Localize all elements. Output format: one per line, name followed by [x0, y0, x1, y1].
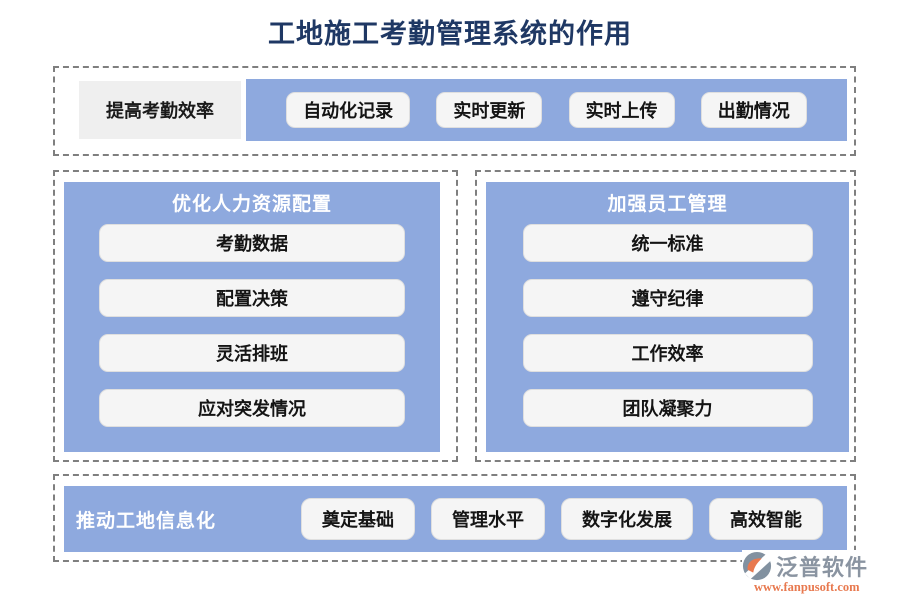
benefit-automated-recording[interactable]: 自动化记录 [286, 92, 411, 128]
item-lay-foundation[interactable]: 奠定基础 [301, 498, 415, 540]
item-digital-development[interactable]: 数字化发展 [561, 498, 693, 540]
hr-optimization-panel: 优化人力资源配置 考勤数据 配置决策 灵活排班 应对突发情况 [64, 182, 440, 452]
vendor-name: 泛普软件 [776, 555, 869, 580]
employee-management-header: 加强员工管理 [607, 193, 728, 215]
employee-management-items: 统一标准 遵守纪律 工作效率 团队凝聚力 [486, 224, 849, 427]
employee-management-panel: 加强员工管理 统一标准 遵守纪律 工作效率 团队凝聚力 [486, 182, 849, 452]
item-management-level[interactable]: 管理水平 [431, 498, 545, 540]
item-allocation-decision[interactable]: 配置决策 [99, 279, 405, 317]
benefit-attendance-status[interactable]: 出勤情况 [700, 92, 807, 128]
item-flexible-scheduling[interactable]: 灵活排班 [99, 334, 405, 372]
item-attendance-data[interactable]: 考勤数据 [99, 224, 405, 262]
hr-optimization-items: 考勤数据 配置决策 灵活排班 应对突发情况 [64, 224, 440, 427]
section-site-informatization: 推动工地信息化 奠定基础 管理水平 数字化发展 高效智能 [53, 474, 856, 562]
label-improve-attendance-efficiency[interactable]: 提高考勤效率 [79, 81, 241, 139]
hr-optimization-header: 优化人力资源配置 [171, 193, 332, 215]
item-unified-standard[interactable]: 统一标准 [522, 224, 813, 262]
vendor-logo[interactable]: 泛普软件 www.fanpusoft.com [742, 550, 892, 596]
label-promote-site-informatization: 推动工地信息化 [76, 510, 217, 532]
benefit-realtime-update[interactable]: 实时更新 [436, 92, 543, 128]
section-attendance-efficiency: 提高考勤效率 自动化记录 实时更新 实时上传 出勤情况 [53, 66, 856, 156]
item-work-efficiency[interactable]: 工作效率 [522, 334, 813, 372]
item-team-cohesion[interactable]: 团队凝聚力 [522, 389, 813, 427]
site-informatization-bar: 推动工地信息化 奠定基础 管理水平 数字化发展 高效智能 [64, 486, 847, 552]
benefit-realtime-upload[interactable]: 实时上传 [568, 92, 675, 128]
item-handle-emergencies[interactable]: 应对突发情况 [99, 389, 405, 427]
page-title: 工地施工考勤管理系统的作用 [268, 19, 632, 49]
section-hr-optimization: 优化人力资源配置 考勤数据 配置决策 灵活排班 应对突发情况 [53, 170, 458, 462]
vendor-url[interactable]: www.fanpusoft.com [754, 580, 860, 594]
item-discipline[interactable]: 遵守纪律 [522, 279, 813, 317]
item-efficient-intelligent[interactable]: 高效智能 [709, 498, 823, 540]
section-employee-management: 加强员工管理 统一标准 遵守纪律 工作效率 团队凝聚力 [475, 170, 856, 462]
attendance-efficiency-bar: 自动化记录 实时更新 实时上传 出勤情况 [246, 79, 847, 141]
site-informatization-items: 奠定基础 管理水平 数字化发展 高效智能 [301, 498, 823, 540]
fanpu-logo-icon [742, 551, 772, 581]
